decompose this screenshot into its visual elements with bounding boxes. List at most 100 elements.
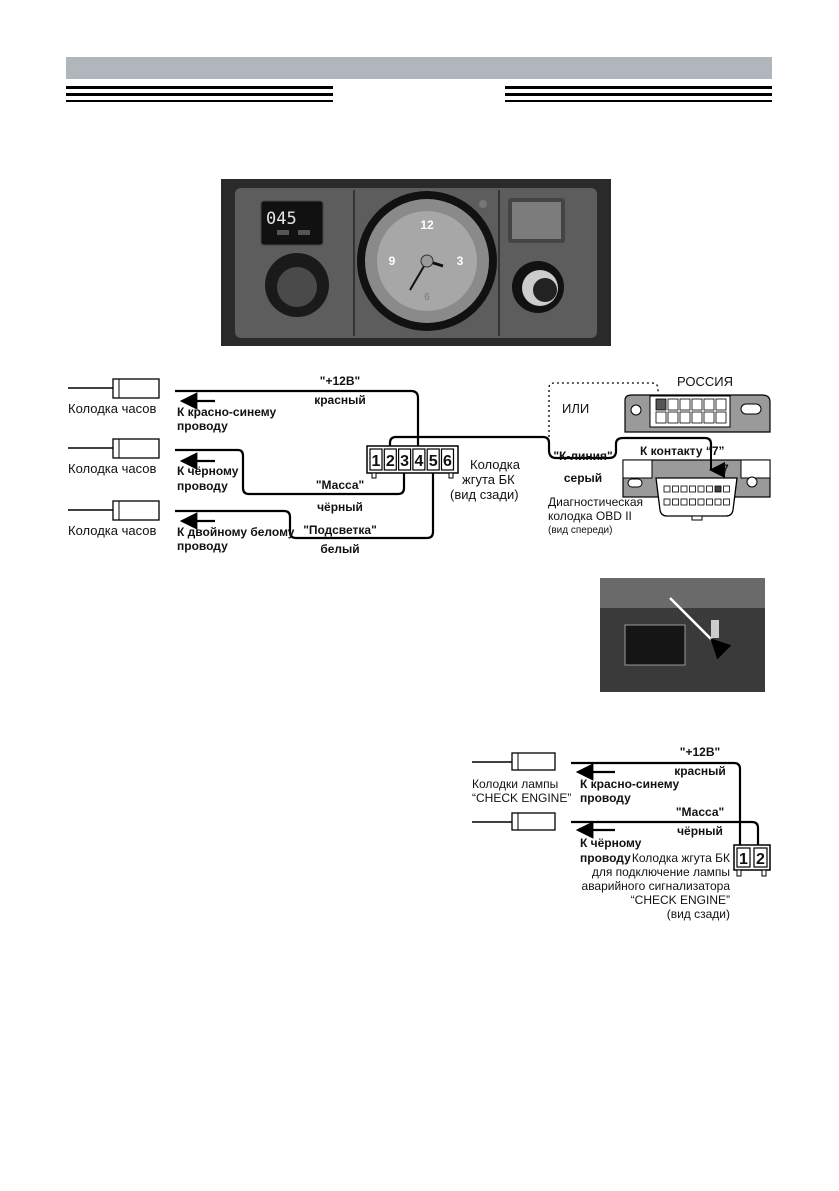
clock-numeral-12: 12: [420, 218, 434, 232]
wire-color: чёрный: [677, 824, 723, 838]
obd-pin: [663, 498, 671, 506]
lamp-connector-label-2: “CHECK ENGINE”: [472, 791, 571, 805]
obd2-connector: [622, 459, 771, 521]
harness-pin-number: 3: [400, 453, 409, 470]
obd-pin: [697, 498, 705, 506]
wire-signal: "+12В": [680, 745, 720, 759]
obd-label-3: (вид спереди): [548, 525, 612, 536]
obd-location-photo: [600, 578, 765, 692]
russia-connector-pin: [715, 398, 727, 411]
russia-connector-pin: [703, 398, 715, 411]
wire-1-labels: К красно-синему проводу "+12В" красный: [177, 374, 366, 433]
clock-connector-2: Колодка часов: [68, 438, 160, 476]
obd-pin: [689, 498, 696, 506]
wire-destination: К красно-синему: [177, 405, 276, 419]
contact-number: 7: [722, 462, 729, 476]
obd-label-2: колодка OBD II: [548, 509, 632, 523]
harness-pin: [398, 448, 412, 471]
obd-pin: [663, 485, 671, 493]
harness-pin: [412, 448, 426, 471]
obd-pin: [689, 485, 696, 493]
wire-color: чёрный: [317, 500, 363, 514]
harness-pin-number: 1: [739, 851, 748, 868]
harness-label-2: жгута БК: [462, 472, 515, 487]
wire-k-line: [388, 435, 713, 460]
clock-connector-3: Колодка часов: [68, 500, 160, 538]
wire-ground: [175, 448, 406, 496]
wire-destination: проводу: [177, 419, 228, 433]
obd-pin: [723, 485, 730, 493]
lamp-harness-label: Колодка жгута БК для подключение лампы а…: [582, 851, 731, 921]
wire-destination: проводу: [177, 479, 228, 493]
wire-k-line-alt: [548, 382, 659, 437]
harness-pin-number: 5: [429, 453, 438, 470]
lamp-harness-label-1: Колодка жгута БК: [632, 851, 730, 865]
russia-connector-pin: [667, 398, 679, 411]
wire-destination: К чёрному: [177, 464, 239, 478]
wire-destination: К чёрному: [580, 836, 642, 850]
wire-signal: "Масса": [316, 478, 364, 492]
harness-label-1: Колодка: [470, 457, 521, 472]
clock-connector-1: Колодка часов: [68, 378, 160, 416]
wire-color: красный: [314, 393, 366, 407]
wire-color: красный: [674, 764, 726, 778]
russia-connector-pin: [679, 398, 691, 411]
wire-signal: "Масса": [676, 805, 724, 819]
russia-connector-pin: [655, 398, 667, 411]
russia-connector-pin: [679, 411, 691, 424]
harness-pin: [440, 448, 455, 471]
harness-pin: [383, 448, 397, 471]
wire-2-labels: К чёрному проводу "Масса" чёрный: [177, 452, 364, 514]
lamp-connector-1: [472, 752, 556, 771]
harness-pin: [736, 847, 751, 868]
lamp-harness-label-3: аварийного сигнализатора: [582, 879, 731, 893]
harness-pin-number: 1: [372, 453, 381, 470]
russia-connector-pin: [655, 411, 667, 424]
harness-label-3: (вид сзади): [450, 487, 519, 502]
lamp-connector-label-1: Колодки лампы: [472, 777, 558, 791]
harness-pin: [426, 448, 440, 471]
wire-12v: [175, 389, 420, 450]
lamp-wire-ground: [571, 820, 760, 848]
wire-destination: проводу: [177, 539, 228, 553]
trip-display: 045: [266, 209, 297, 229]
wire-3-labels: К двойному белому проводу "Подсветка" бе…: [177, 512, 377, 556]
harness-pin: [753, 847, 768, 868]
lamp-harness-label-2: для подключение лампы: [592, 865, 730, 879]
wire-destination: проводу: [580, 851, 631, 865]
clock-numeral-9: 9: [389, 254, 396, 268]
clock-connector-label: Колодка часов: [68, 461, 156, 476]
obd-pin: [672, 485, 679, 493]
harness-pin-number: 4: [414, 453, 423, 470]
lamp-harness-label-5: (вид сзади): [667, 907, 730, 921]
wire-signal: "Подсветка": [303, 523, 377, 537]
lamp-wire-2-labels: К чёрному проводу "Масса" чёрный: [575, 805, 724, 865]
k-line-color: серый: [564, 471, 602, 485]
or-label: ИЛИ: [562, 401, 589, 416]
obd-pin: [680, 485, 688, 493]
contact-label: К контакту “7”: [640, 444, 725, 458]
harness-pin-number: 6: [443, 453, 452, 470]
obd-pin: [697, 485, 705, 493]
header-band: [66, 57, 772, 79]
harness-pin-number: 2: [756, 851, 765, 868]
clock-connector-label: Колодка часов: [68, 523, 156, 538]
lamp-connector-2: [472, 812, 556, 831]
obd-pin: [714, 485, 722, 493]
wire-backlight: [175, 468, 435, 540]
lamp-wire-1-labels: К красно-синему проводу "+12В" красный: [575, 745, 726, 805]
harness-pin-number: 2: [386, 453, 395, 470]
lamp-wire-12v: [571, 761, 742, 848]
russia-connector-pin: [703, 411, 715, 424]
wire-destination: К красно-синему: [580, 777, 679, 791]
lamp-harness-label-4: “CHECK ENGINE”: [631, 893, 730, 907]
clock-numeral-3: 3: [457, 254, 464, 268]
obd-pin: [672, 498, 679, 506]
obd-pin: [706, 485, 713, 493]
wire-destination: К двойному белому: [177, 525, 295, 539]
russia-connector-pin: [667, 411, 679, 424]
